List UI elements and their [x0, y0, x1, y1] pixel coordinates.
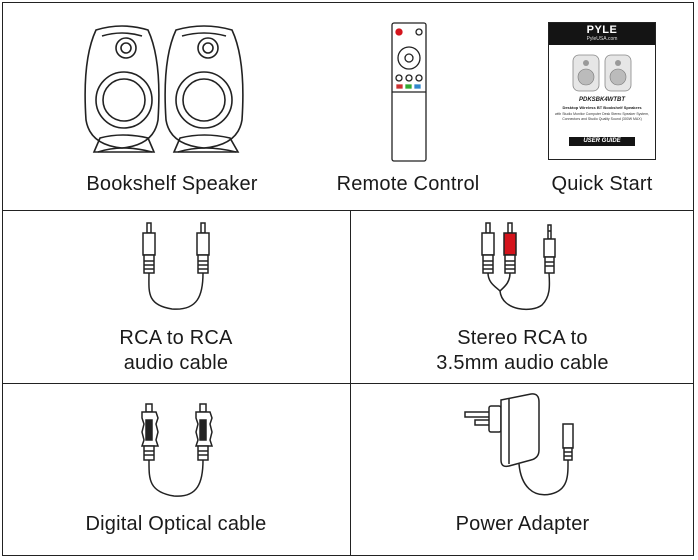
item-rca-cable: RCA to RCA audio cable: [2, 211, 350, 383]
booklet-product-line: Desktop Wireless BT Bookshelf Speakers: [562, 105, 642, 110]
column-divider: [350, 210, 351, 556]
item-optical-cable: Digital Optical cable: [2, 384, 350, 556]
item-stereo-cable: Stereo RCA to 3.5mm audio cable: [351, 211, 694, 383]
booklet-speaker-image: [572, 54, 632, 92]
item-bookshelf-speaker: Bookshelf Speaker: [2, 2, 342, 210]
quick-start-booklet: PYLE PyleUSA.com PDKSBK4WTBT Desktop Wir…: [548, 22, 656, 160]
remote-control-label: Remote Control: [336, 173, 480, 195]
booklet-model: PDKSBK4WTBT: [579, 97, 625, 103]
bookshelf-speaker-label: Bookshelf Speaker: [86, 173, 258, 195]
booklet-caption: with Studio Monitor Computer Desk Stereo…: [555, 112, 649, 121]
row-divider-1: [2, 210, 694, 211]
booklet-brand: PYLE: [586, 24, 618, 36]
rca-cable-icon: [142, 222, 210, 310]
booklet-website: PyleUSA.com: [586, 36, 618, 42]
stereo-cable-label-line2: 3.5mm audio cable: [436, 352, 609, 374]
item-remote-control: Remote Control: [318, 2, 498, 210]
quick-start-label: Quick Start: [551, 173, 653, 195]
power-adapter-label: Power Adapter: [455, 513, 590, 535]
bookshelf-speaker-icon: [84, 25, 244, 153]
booklet-header: [549, 23, 655, 45]
optical-cable-icon: [140, 403, 214, 497]
power-adapter-icon: [464, 393, 574, 496]
item-quick-start: PYLE PyleUSA.com PDKSBK4WTBT Desktop Wir…: [520, 2, 694, 210]
rca-cable-label-line1: RCA to RCA: [119, 327, 233, 349]
stereo-cable-label-line1: Stereo RCA to: [457, 327, 588, 349]
rca-cable-label-line2: audio cable: [123, 352, 229, 374]
item-power-adapter: Power Adapter: [351, 384, 694, 556]
remote-control-icon: [391, 22, 427, 162]
optical-cable-label: Digital Optical cable: [85, 513, 267, 535]
booklet-guide-badge: USER GUIDE: [569, 137, 635, 146]
stereo-cable-icon: [481, 222, 556, 311]
row-divider-2: [2, 383, 694, 384]
